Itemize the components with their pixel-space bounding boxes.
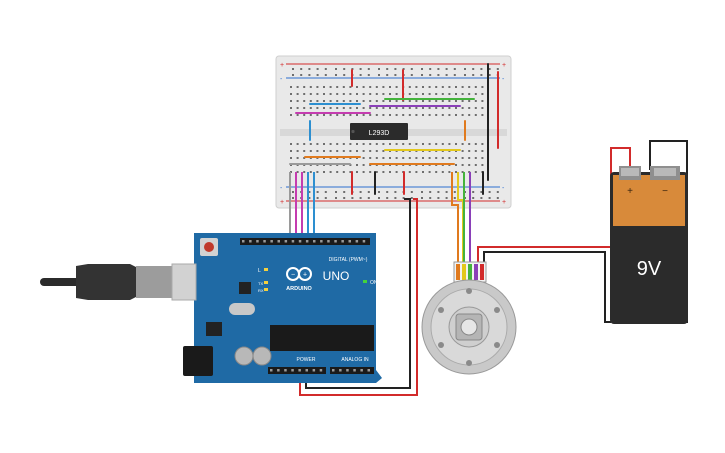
digital-label: DIGITAL (PWM~) xyxy=(329,257,368,263)
uno-label: UNO xyxy=(323,269,350,283)
arduino-logo: − + xyxy=(286,267,312,281)
reset-button[interactable] xyxy=(204,242,214,252)
battery-9v[interactable]: + − 9V xyxy=(610,166,688,324)
l-led-label: L xyxy=(258,268,261,274)
battery-minus: − xyxy=(662,186,668,197)
power-wires xyxy=(299,198,418,396)
breadboard-jumpers xyxy=(289,63,499,195)
svg-text:−: − xyxy=(291,272,295,279)
chip-label: L293D xyxy=(369,130,390,137)
tx-led-label: TX xyxy=(258,281,263,286)
arduino-brand: ARDUINO xyxy=(286,286,312,292)
arduino-uno[interactable]: DIGITAL (PWM~) POWER ANALOG IN ON L TX R… xyxy=(171,233,382,383)
dc-motor[interactable] xyxy=(421,261,517,375)
l293d-chip[interactable]: L293D xyxy=(350,123,408,140)
svg-text:+: + xyxy=(303,272,307,279)
rail-minus-bottom: - xyxy=(280,185,283,192)
signal-wires xyxy=(289,172,315,241)
rx-led-label: RX xyxy=(258,288,264,293)
digital-header xyxy=(240,238,370,245)
digital-pins xyxy=(242,240,366,243)
rail-minus-bottom-right: - xyxy=(502,185,505,192)
analog-label: ANALOG IN xyxy=(341,357,369,363)
analog-header xyxy=(330,367,374,374)
atmega-chip xyxy=(270,325,374,351)
rail-minus-top: - xyxy=(280,76,283,83)
breadboard-holes xyxy=(290,68,499,199)
power-header xyxy=(268,367,326,374)
breadboard[interactable]: + - + - - + - + L293D xyxy=(275,55,512,209)
battery-label: 9V xyxy=(637,258,662,280)
rail-plus-top-right: + xyxy=(502,62,506,69)
rail-plus-top: + xyxy=(280,62,284,69)
rail-plus-bottom: + xyxy=(280,199,284,206)
rail-minus-top-right: - xyxy=(502,76,505,83)
power-analog-pins xyxy=(270,369,370,372)
battery-plus: + xyxy=(627,186,633,197)
rail-plus-bottom-right: + xyxy=(502,199,506,206)
power-label: POWER xyxy=(297,357,316,363)
usb-cable xyxy=(40,264,182,300)
on-label: ON xyxy=(370,280,378,286)
